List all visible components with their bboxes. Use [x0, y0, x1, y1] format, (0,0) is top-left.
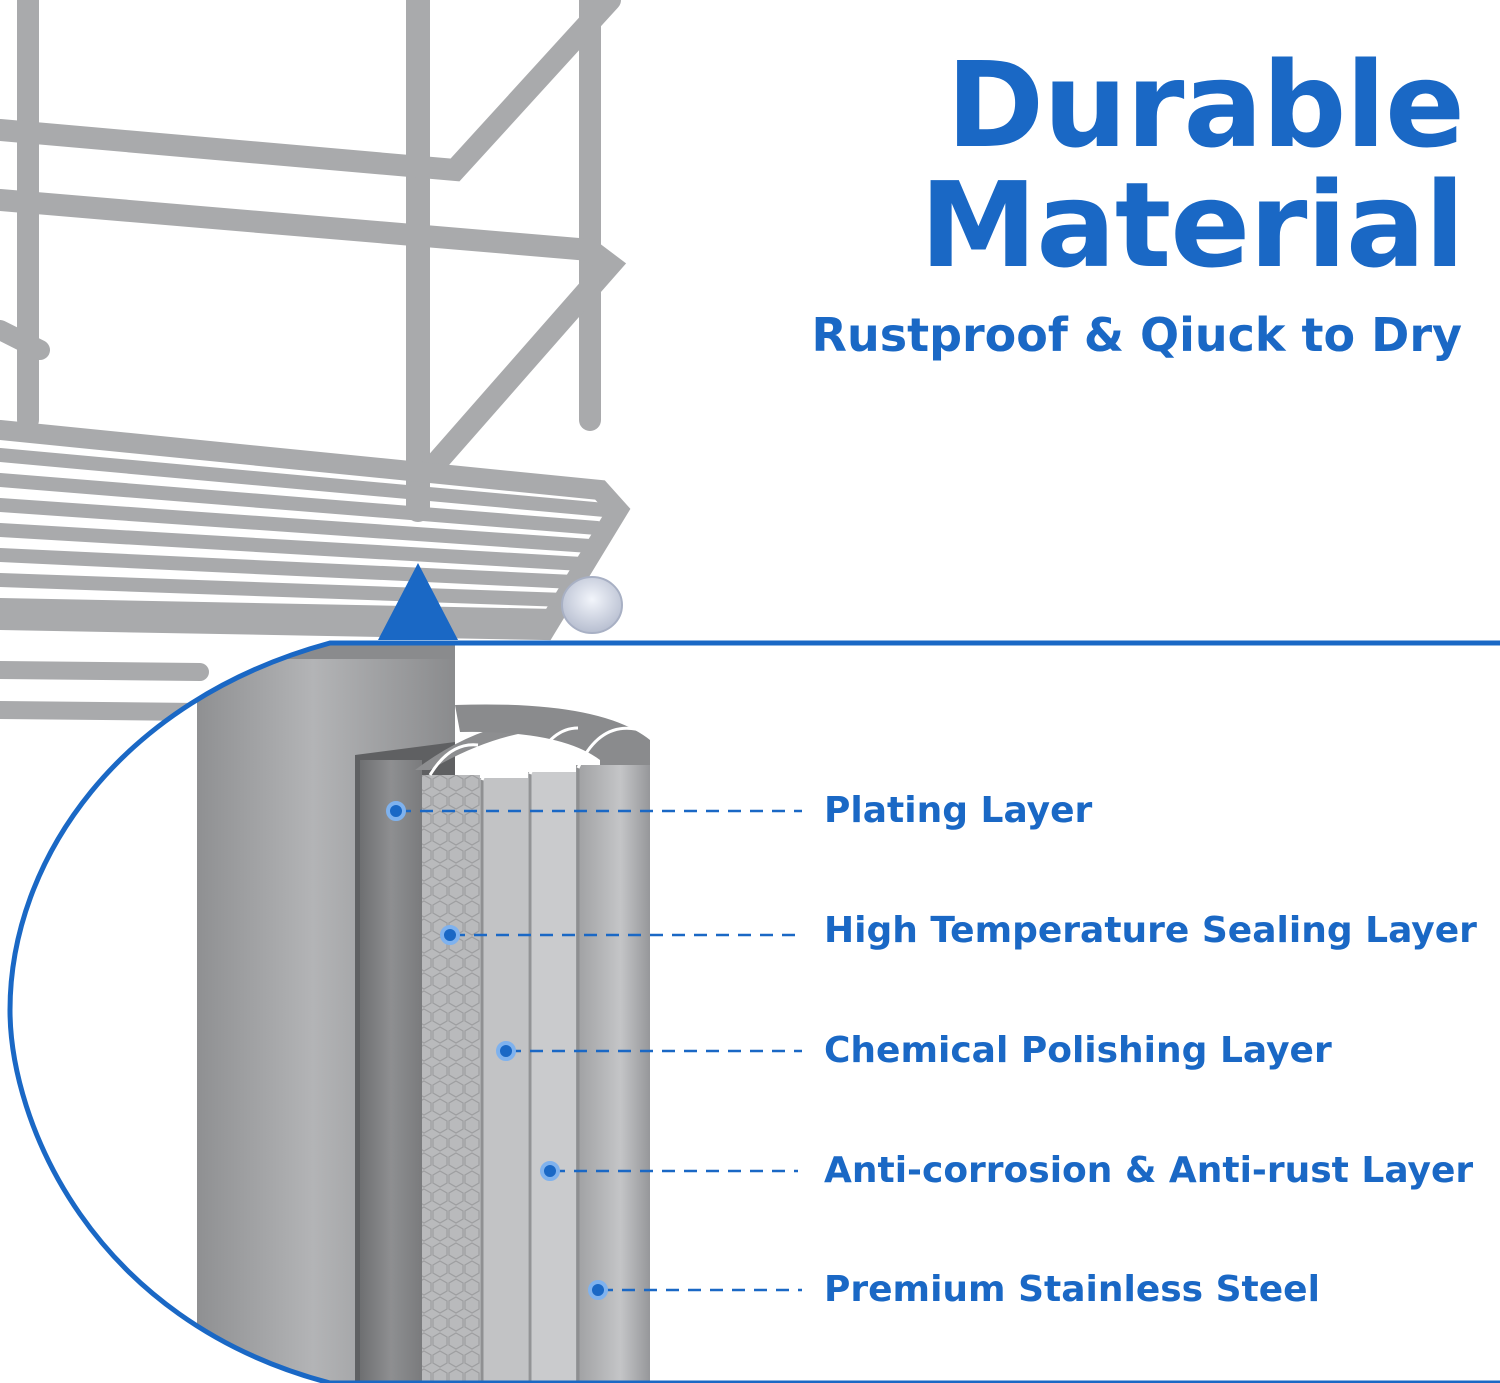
dot-icon: [386, 801, 406, 821]
layer-label-anti-corrosion: Anti-corrosion & Anti-rust Layer: [824, 1150, 1474, 1191]
up-triangle-icon: [378, 563, 458, 640]
dot-icon: [440, 925, 460, 945]
layer-label-polishing: Chemical Polishing Layer: [824, 1030, 1332, 1071]
magnified-cross-section: [7, 640, 1500, 1383]
dot-icon: [540, 1161, 560, 1181]
layer-label-plating: Plating Layer: [824, 790, 1093, 831]
layer-label-stainless-steel: Premium Stainless Steel: [824, 1269, 1320, 1310]
suction-foot: [561, 576, 623, 634]
wire-basket: [0, 0, 631, 721]
callout-markers: [386, 801, 608, 1300]
layer-label-sealing: High Temperature Sealing Layer: [824, 910, 1477, 951]
dot-icon: [496, 1041, 516, 1061]
title-line-2: Material: [919, 156, 1465, 294]
dot-icon: [588, 1280, 608, 1300]
subtitle: Rustproof & Qiuck to Dry: [811, 308, 1462, 362]
callout-leaders: [398, 809, 802, 1292]
title-line-1: Durable: [946, 36, 1465, 174]
